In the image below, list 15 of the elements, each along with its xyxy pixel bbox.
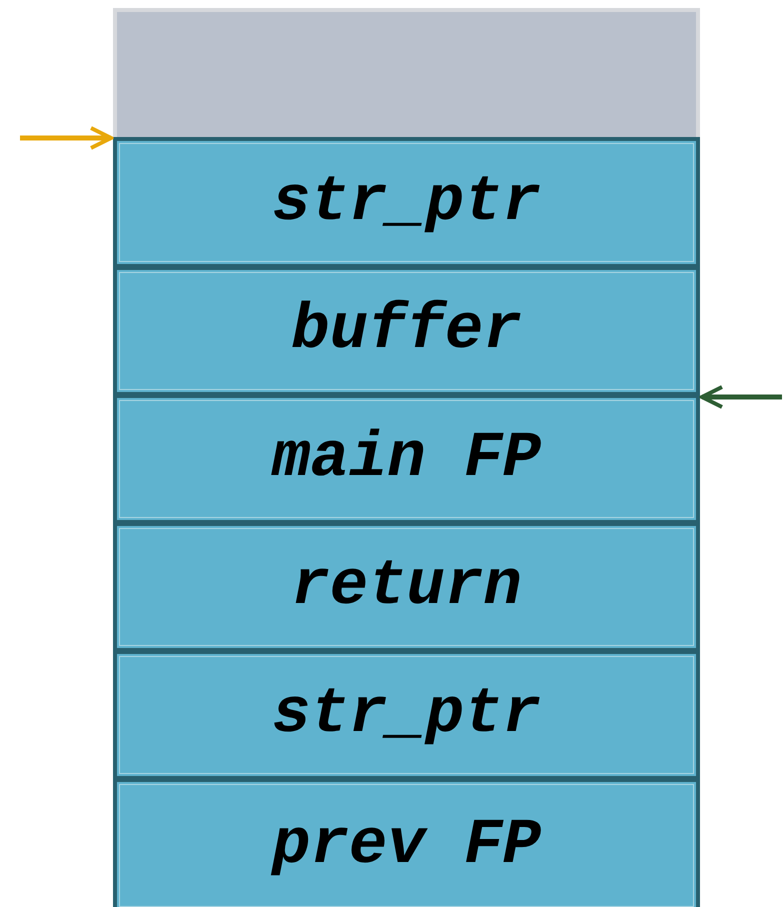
slot-label: main FP xyxy=(272,423,541,495)
pointer-arrow xyxy=(20,126,113,150)
slot-label: prev FP xyxy=(272,810,541,882)
stack-slot xyxy=(113,650,700,780)
stack-slot xyxy=(113,394,700,524)
slot-label: buffer xyxy=(291,295,522,367)
slot-label: str_ptr xyxy=(272,679,541,751)
stack-slot-empty xyxy=(113,8,700,139)
stack-slot xyxy=(113,522,700,652)
stack-slot xyxy=(113,778,700,907)
pointer-arrow xyxy=(700,385,782,409)
stack-slot xyxy=(113,266,700,396)
stack-slot xyxy=(113,137,700,268)
slot-label: return xyxy=(291,551,522,623)
slot-label: str_ptr xyxy=(272,166,541,238)
